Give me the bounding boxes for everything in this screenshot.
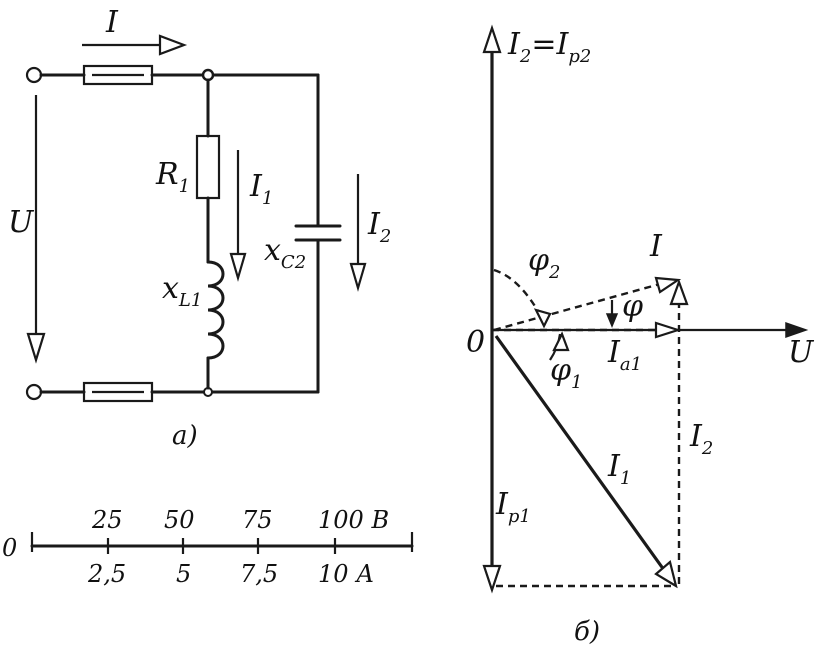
top-terminal <box>25 66 43 84</box>
inductor-xL1 <box>206 260 225 360</box>
scale-zero: 0 <box>2 534 17 562</box>
vector-I1 <box>494 335 666 571</box>
circuit-diagram: I U I1 I2 R1 xL1 xC2 а) <box>8 5 391 451</box>
label-Ia1: Ia1 <box>607 335 642 375</box>
scale-a-2-5: 2,5 <box>87 560 126 588</box>
scale-v-50: 50 <box>164 506 195 534</box>
label-I: I <box>649 229 663 264</box>
scale-v-100: 100 В <box>318 506 389 534</box>
label-I-total: I <box>105 5 119 40</box>
scale-v-25: 25 <box>91 506 123 534</box>
scale-v-75: 75 <box>242 506 273 534</box>
label-phi1: φ1 <box>550 353 582 393</box>
label-Ip1: Ip1 <box>495 487 531 527</box>
scale-bar: 0 25 50 75 100 В 2,5 5 7,5 10 А <box>2 506 414 588</box>
label-I2-eq-Ip2: I2=Ip2 <box>507 27 591 67</box>
label-R1: R1 <box>155 157 190 197</box>
vector-I <box>493 282 661 332</box>
scale-a-7-5: 7,5 <box>240 560 278 588</box>
bottom-terminal <box>25 383 43 401</box>
label-U: U <box>8 205 35 240</box>
label-xC2: xC2 <box>264 233 306 273</box>
label-I2-side: I2 <box>689 419 713 459</box>
caption-b: б) <box>574 617 600 647</box>
caption-a: а) <box>172 421 198 451</box>
label-xL1: xL1 <box>162 271 202 311</box>
label-I1: I1 <box>249 169 273 209</box>
label-origin: 0 <box>466 325 485 360</box>
label-I1: I1 <box>607 449 631 489</box>
label-I2: I2 <box>367 207 391 247</box>
resistor-R1 <box>195 134 221 200</box>
phasor-diagram: I2=Ip2 0 φ2 I φ Ia1 U φ1 I2 I1 Ip1 б) <box>466 24 815 647</box>
scale-a-5: 5 <box>176 560 191 588</box>
label-phi2: φ2 <box>528 243 560 283</box>
label-phi: φ <box>622 289 643 324</box>
label-U-axis: U <box>788 335 815 370</box>
scale-a-10: 10 А <box>318 560 374 588</box>
